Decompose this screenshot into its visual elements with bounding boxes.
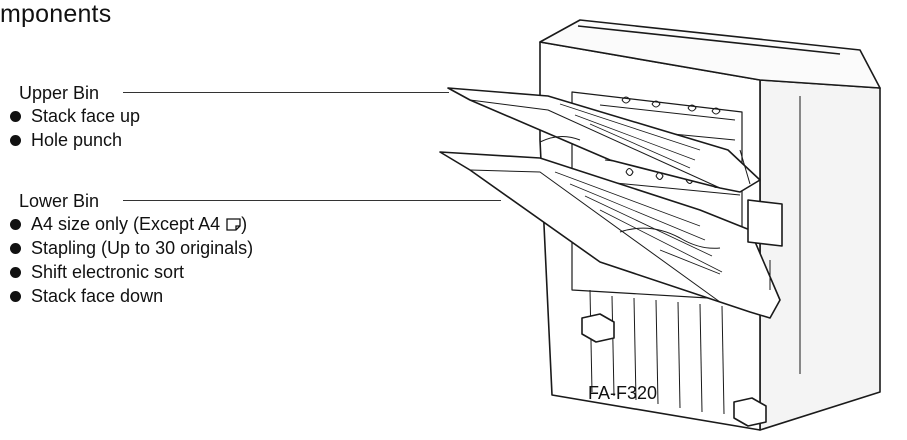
bullet-dot-icon	[10, 110, 21, 122]
landscape-paper-icon	[226, 217, 241, 231]
bullet-dot-icon	[10, 242, 21, 254]
bullet-dot-icon	[10, 290, 21, 302]
lower-bin-section: Lower Bin A4 size only (Except A4 ) Stap…	[10, 190, 370, 308]
list-item-text: Hole punch	[31, 130, 123, 150]
lower-bin-list: A4 size only (Except A4 ) Stapling (Up t…	[10, 212, 370, 308]
list-item: A4 size only (Except A4 )	[10, 212, 370, 236]
upper-bin-leader-line	[123, 92, 449, 93]
upper-bin-section: Upper Bin Stack face up Hole punch	[10, 82, 370, 152]
list-item: Stack face up	[10, 104, 370, 128]
model-label: FA-F320	[588, 383, 658, 403]
upper-bin-heading: Upper Bin	[19, 83, 100, 103]
list-item-text: Stack face down	[31, 286, 164, 306]
list-item: Stack face down	[10, 284, 370, 308]
list-item-text: Stapling (Up to 30 originals)	[31, 238, 254, 258]
bullet-dot-icon	[10, 134, 21, 146]
page-title: mponents	[0, 0, 112, 28]
list-item-text: Shift electronic sort	[31, 262, 185, 282]
bullet-dot-icon	[10, 266, 21, 278]
bullet-dot-icon	[10, 218, 21, 230]
list-item: Hole punch	[10, 128, 370, 152]
list-item-text: A4 size only (Except A4	[31, 214, 221, 234]
lower-bin-heading: Lower Bin	[19, 191, 100, 211]
list-item: Shift electronic sort	[10, 260, 370, 284]
lower-bin-leader-line	[123, 200, 501, 201]
list-item-text: Stack face up	[31, 106, 141, 126]
list-item: Stapling (Up to 30 originals)	[10, 236, 370, 260]
closing-paren: )	[241, 214, 248, 234]
upper-bin-list: Stack face up Hole punch	[10, 104, 370, 152]
